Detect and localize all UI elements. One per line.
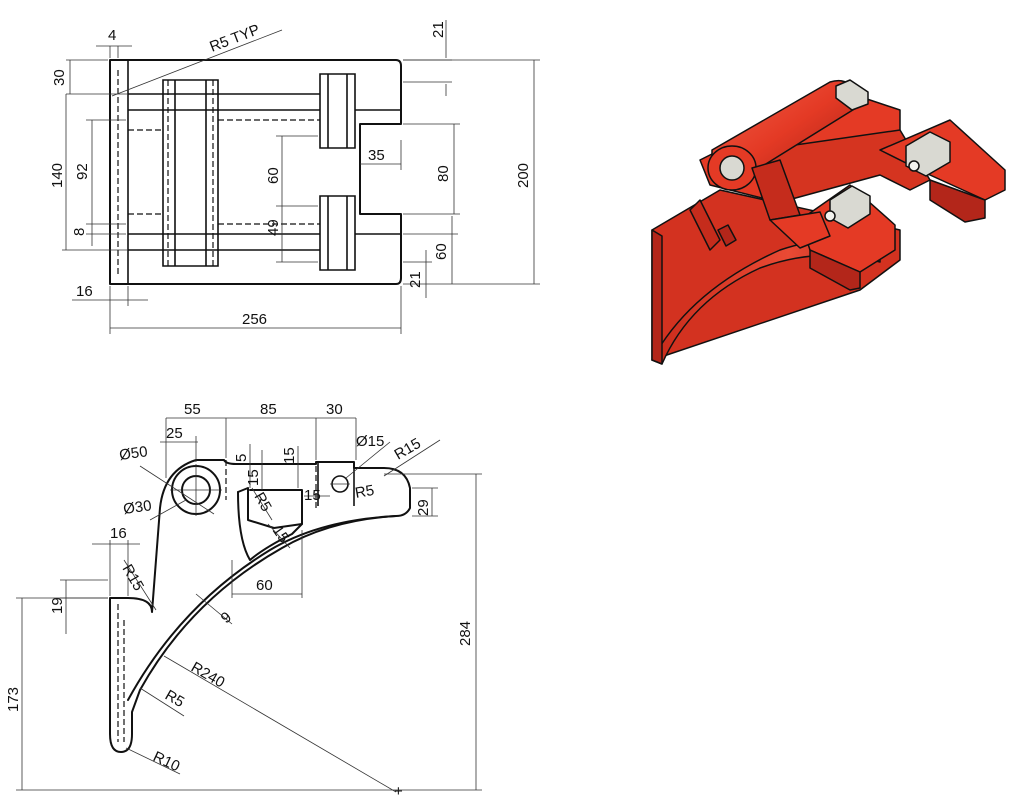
top-view-outline [109,59,402,285]
dim-200: 200 [515,163,532,188]
dim-r240: R240 [188,659,228,692]
dim-80: 80 [435,165,452,182]
dim-92: 92 [74,163,91,180]
dim-30-front: 30 [326,401,343,418]
dim-30: 30 [51,69,68,86]
dim-phi30: Ø30 [122,497,152,518]
dim-140: 140 [49,163,66,188]
dim-60-front: 60 [256,577,273,594]
iso-bearing-blocks [824,79,951,229]
dim-21-top: 21 [430,21,447,38]
top-view-hidden-lines [117,70,320,274]
dim-19: 19 [49,597,66,614]
dim-85: 85 [260,401,277,418]
dim-60-inner: 60 [265,167,282,184]
dim-55: 55 [184,401,201,418]
top-view-dimensions: 4 R5 TYP 21 30 140 92 8 60 [49,20,540,334]
arc-center-mark: + [394,783,403,800]
dim-phi50: Ø50 [118,443,148,464]
dim-5: 5 [233,454,250,462]
dim-r5-c: R5 [162,687,187,711]
dim-49: 49 [265,219,282,236]
front-view-center-lines: + [170,464,403,800]
dim-phi15: Ø15 [356,433,384,450]
dim-4: 4 [108,27,116,44]
dim-r10: R10 [150,748,182,775]
dim-9: 9 [218,609,235,627]
dim-15-b: 15 [281,447,298,464]
dim-35: 35 [368,147,385,164]
dim-21-bottom: 21 [407,271,424,288]
dim-r15-top: R15 [392,435,424,463]
top-view: 4 R5 TYP 21 30 140 92 8 60 [49,20,540,334]
dim-256: 256 [242,311,267,328]
iso-body [651,79,1006,365]
dim-15-d: 15 [269,523,292,546]
front-view-hidden-lines [117,460,317,742]
dim-284: 284 [457,621,474,646]
dim-173: 173 [5,687,22,712]
dim-60-right: 60 [433,243,450,260]
dim-r5-b: R5 [354,482,376,502]
isometric-view [651,79,1006,365]
dim-15-a: 15 [245,469,262,486]
dim-r5-a: R5 [251,490,275,515]
dim-15-c: 15 [304,487,321,504]
dim-16: 16 [76,283,93,300]
dim-25: 25 [166,425,183,442]
front-view: + 55 85 30 25 Ø50 Ø30 Ø15 R15 5 15 [5,401,482,800]
dim-8: 8 [71,228,88,236]
dim-29: 29 [415,499,432,516]
front-view-dimensions: 55 85 30 25 Ø50 Ø30 Ø15 R15 5 15 15 R5 1… [5,401,482,793]
dim-16-front: 16 [110,525,127,542]
dim-r5-typ: R5 TYP [207,21,262,56]
